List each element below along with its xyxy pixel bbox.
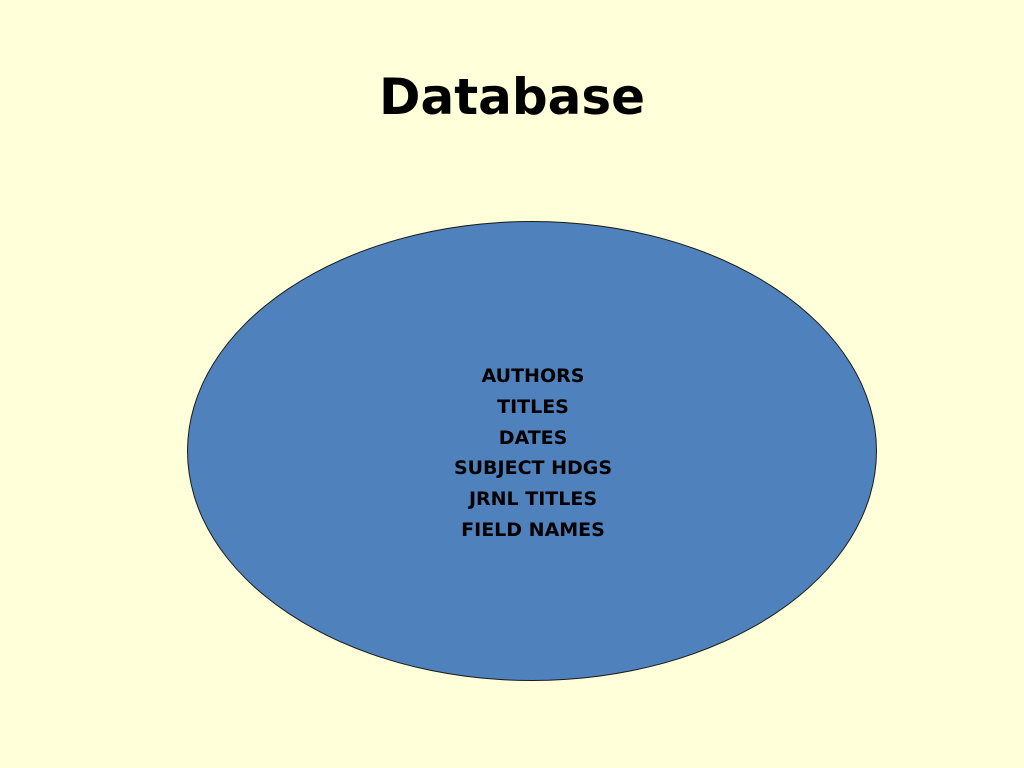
field-titles: TITLES <box>497 395 569 418</box>
database-ellipse <box>187 221 877 681</box>
database-field-list: AUTHORS TITLES DATES SUBJECT HDGS JRNL T… <box>383 361 683 546</box>
slide-title: Database <box>378 68 646 126</box>
field-subject-headings: SUBJECT HDGS <box>453 457 613 480</box>
field-authors: AUTHORS <box>481 365 585 387</box>
field-journal-titles: JRNL TITLES <box>468 488 598 511</box>
field-dates: DATES <box>498 426 568 449</box>
field-field-names: FIELD NAMES <box>461 518 605 541</box>
